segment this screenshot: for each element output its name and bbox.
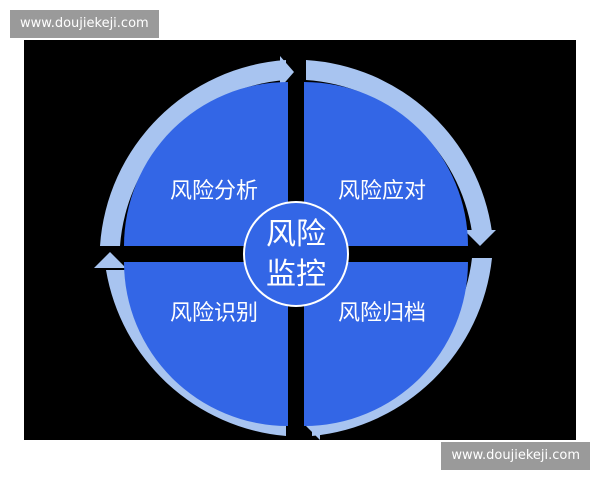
arrowhead-right-icon [464, 230, 496, 246]
quadrants [124, 82, 468, 426]
quadrant-top-left [124, 82, 288, 246]
center-label-line1: 风险 [266, 217, 326, 252]
label-risk-identification: 风险识别 [170, 301, 258, 326]
center-label-line2: 监控 [266, 257, 326, 292]
risk-monitoring-cycle-diagram: 风险分析 风险应对 风险识别 风险归档 风险 监控 [94, 56, 496, 440]
watermark-bottom: www.doujiekeji.com [441, 442, 590, 470]
quadrant-top-right [304, 82, 468, 246]
label-risk-archiving: 风险归档 [338, 301, 426, 326]
ring-arrow-top-left [100, 60, 286, 246]
quadrant-bottom-left [124, 262, 288, 426]
arrowhead-top-icon [280, 56, 294, 88]
diagram-panel: 风险分析 风险应对 风险识别 风险归档 风险 监控 [24, 40, 576, 440]
label-risk-response: 风险应对 [338, 179, 426, 204]
ring-arrow-top-right [306, 60, 492, 232]
center-hub [243, 201, 349, 307]
label-risk-analysis: 风险分析 [170, 179, 258, 204]
quadrant-bottom-right [304, 262, 468, 426]
watermark-top: www.doujiekeji.com [10, 10, 159, 38]
arrowhead-left-icon [94, 252, 126, 268]
